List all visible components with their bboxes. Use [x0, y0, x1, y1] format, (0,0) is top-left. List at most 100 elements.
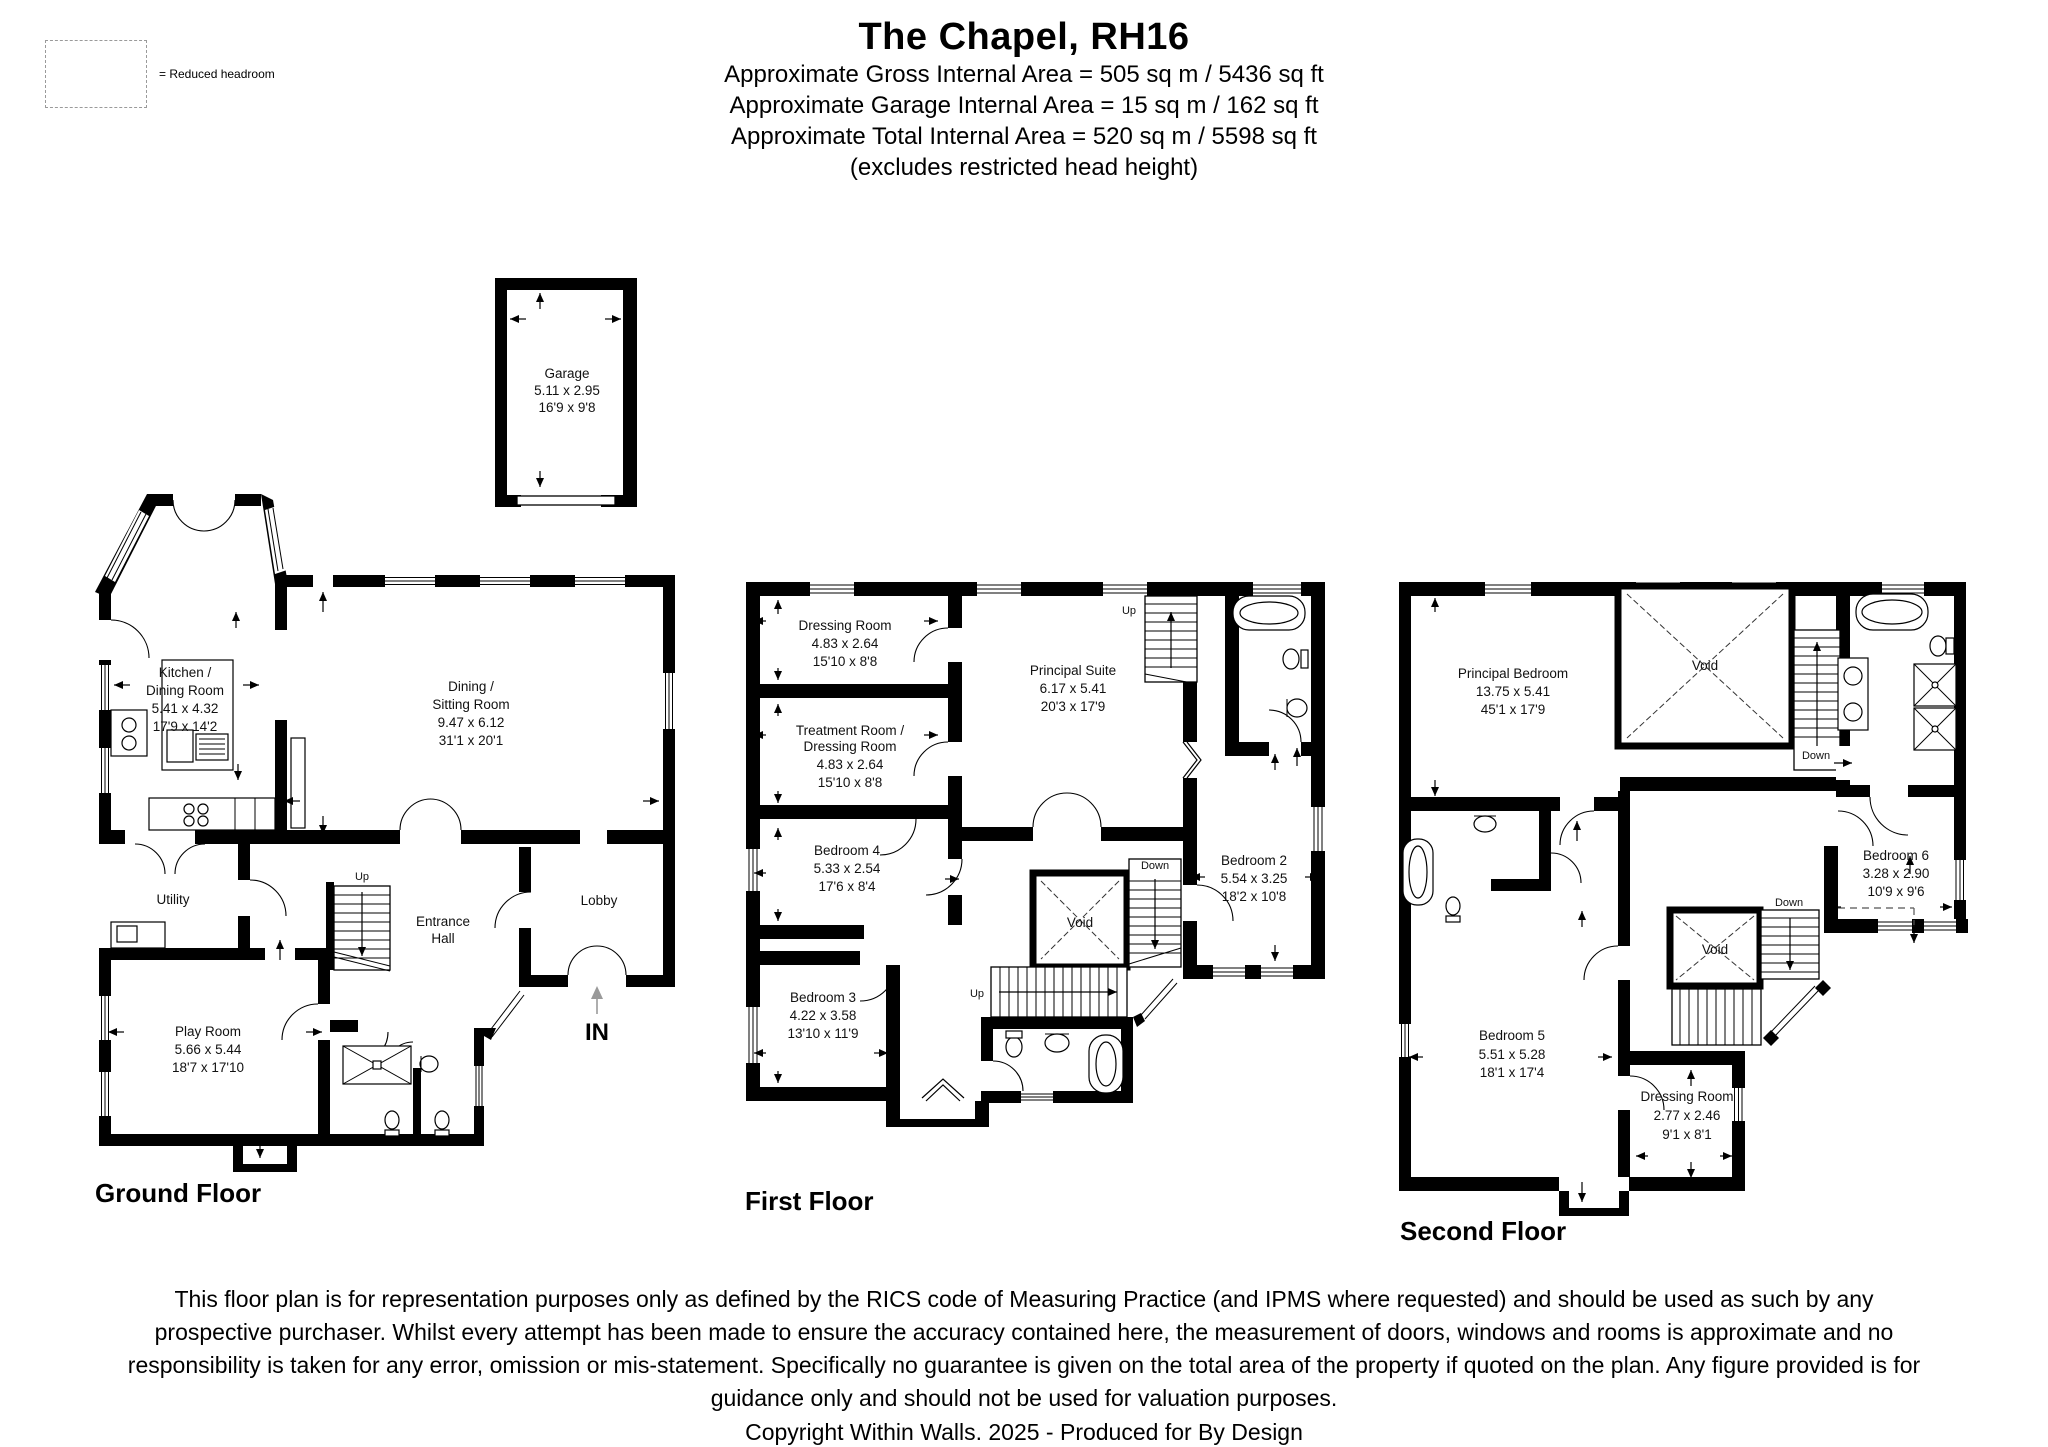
- garage-area-line: Approximate Garage Internal Area = 15 sq…: [729, 92, 1319, 119]
- sink-icon: [1843, 702, 1863, 722]
- principal-suite-label: Principal Suite: [1030, 663, 1116, 678]
- svg-text:45'1 x 17'9: 45'1 x 17'9: [1481, 702, 1545, 717]
- sink-icon: [1843, 666, 1863, 686]
- up-label: Up: [1122, 605, 1136, 617]
- gross-area-line: Approximate Gross Internal Area = 505 sq…: [724, 61, 1324, 88]
- svg-text:13'10 x 11'9: 13'10 x 11'9: [788, 1026, 859, 1041]
- first-doors: [859, 627, 1302, 1102]
- svg-text:18'1 x 17'4: 18'1 x 17'4: [1480, 1065, 1545, 1080]
- second-voids: [1614, 582, 1796, 990]
- lobby-label: Lobby: [581, 893, 618, 908]
- svg-text:5.54 x 3.25: 5.54 x 3.25: [1221, 871, 1288, 886]
- up-label: Up: [970, 988, 984, 1000]
- bedroom5-label: Bedroom 5: [1479, 1028, 1545, 1043]
- bifold-door: [921, 1078, 965, 1099]
- svg-text:20'3 x 17'9: 20'3 x 17'9: [1041, 699, 1105, 714]
- ground-wall-openings: [99, 575, 607, 960]
- svg-text:Dining Room: Dining Room: [146, 683, 224, 698]
- up-label: Up: [355, 871, 369, 883]
- first-floor-label: First Floor: [745, 1186, 874, 1216]
- header: The Chapel, RH16 Approximate Gross Inter…: [0, 16, 2048, 183]
- garage-door: [516, 495, 616, 506]
- svg-text:15'10 x 8'8: 15'10 x 8'8: [818, 775, 882, 790]
- sink-icon: [1286, 698, 1308, 718]
- bedroom3-label: Bedroom 3: [790, 990, 856, 1005]
- svg-text:9'1 x 8'1: 9'1 x 8'1: [1662, 1127, 1711, 1142]
- bedroom6-label: Bedroom 6: [1863, 848, 1929, 863]
- disclaimer-text: This floor plan is for representation pu…: [127, 1286, 1921, 1411]
- svg-text:17'6 x 8'4: 17'6 x 8'4: [819, 879, 876, 894]
- treatment-room-label: Treatment Room /: [796, 723, 905, 738]
- svg-text:31'1 x 20'1: 31'1 x 20'1: [439, 733, 503, 748]
- svg-text:Hall: Hall: [431, 931, 454, 946]
- second-fixtures: [1402, 593, 1957, 923]
- garage-imperial: 16'9 x 9'8: [539, 400, 596, 415]
- sink-icon: [1473, 815, 1497, 833]
- dressing-room2-label: Dressing Room: [1640, 1089, 1733, 1104]
- first-floor-plan: Dressing Room 4.83 x 2.64 15'10 x 8'8 Tr…: [746, 582, 1325, 1127]
- svg-text:4.22 x 3.58: 4.22 x 3.58: [790, 1008, 857, 1023]
- legend-label: = Reduced headroom: [159, 67, 275, 81]
- first-stairs: [990, 595, 1198, 1018]
- garage-arrows: [510, 293, 621, 487]
- bedroom4-label: Bedroom 4: [814, 843, 881, 858]
- toilet-icon: [1005, 1030, 1023, 1058]
- second-reduced-headroom: [1838, 907, 1915, 931]
- garage-label: Garage 5.11 x 2.95 16'9 x 9'8: [534, 366, 600, 415]
- ground-doors: [110, 499, 627, 1069]
- garage-walls: [495, 278, 637, 507]
- svg-text:15'10 x 8'8: 15'10 x 8'8: [813, 654, 877, 669]
- shower-icon: [1913, 663, 1957, 707]
- dressing-room-label: Dressing Room: [798, 618, 891, 633]
- svg-text:Sitting Room: Sitting Room: [432, 697, 509, 712]
- entrance-hall-label: Entrance: [416, 914, 470, 929]
- void-label: Void: [1692, 658, 1718, 673]
- legend: = Reduced headroom: [45, 40, 275, 108]
- ground-labels: Kitchen / Dining Room 5.41 x 4.32 17'9 x…: [146, 665, 618, 1075]
- ground-stairs: [333, 885, 391, 972]
- sink-icon: [1044, 1033, 1070, 1053]
- down-label: Down: [1802, 750, 1830, 762]
- ground-fixtures: [110, 659, 450, 1137]
- kitchen-label: Kitchen /: [159, 665, 212, 680]
- kitchen-counter: [148, 797, 276, 831]
- head-height-note: (excludes restricted head height): [849, 154, 1199, 181]
- ground-floor-label: Ground Floor: [95, 1178, 262, 1208]
- shower-icon: [1913, 707, 1957, 751]
- svg-text:4.83 x 2.64: 4.83 x 2.64: [812, 636, 879, 651]
- closet-doors: [1186, 741, 1202, 779]
- svg-text:4.83 x 2.64: 4.83 x 2.64: [817, 757, 884, 772]
- svg-text:18'2 x 10'8: 18'2 x 10'8: [1222, 889, 1286, 904]
- sink-icon: [419, 1055, 439, 1073]
- first-fixtures: [1005, 595, 1309, 1094]
- toilet-icon: [434, 1110, 450, 1137]
- first-labels: Dressing Room 4.83 x 2.64 15'10 x 8'8 Tr…: [788, 605, 1288, 1041]
- svg-text:5.33 x 2.54: 5.33 x 2.54: [814, 861, 881, 876]
- svg-text:2.77 x 2.46: 2.77 x 2.46: [1654, 1108, 1721, 1123]
- second-arrows: [1409, 598, 1952, 1202]
- svg-text:5.66 x 5.44: 5.66 x 5.44: [175, 1042, 242, 1057]
- reduced-headroom-swatch: [45, 40, 147, 108]
- svg-text:6.17 x 5.41: 6.17 x 5.41: [1040, 681, 1107, 696]
- down-label: Down: [1141, 860, 1169, 872]
- kitchen-sink: [166, 729, 194, 763]
- first-void: [1029, 869, 1131, 971]
- ground-floor-plan: Kitchen / Dining Room 5.41 x 4.32 17'9 x…: [95, 494, 675, 1172]
- svg-text:9.47 x 6.12: 9.47 x 6.12: [438, 715, 505, 730]
- void-label: Void: [1067, 915, 1093, 930]
- principal-bedroom-label: Principal Bedroom: [1458, 666, 1568, 681]
- in-label: IN: [585, 1019, 609, 1046]
- garage-metric: 5.11 x 2.95: [534, 383, 600, 398]
- first-arrows: [754, 600, 1319, 1083]
- playroom-label: Play Room: [175, 1024, 241, 1039]
- second-labels: Principal Bedroom 13.75 x 5.41 45'1 x 17…: [1458, 658, 1930, 1142]
- toilet-icon: [1929, 635, 1955, 657]
- svg-text:18'7 x 17'10: 18'7 x 17'10: [172, 1060, 244, 1075]
- tall-counter: [290, 737, 306, 829]
- ground-windows: [99, 506, 675, 1116]
- second-floor-plan: Principal Bedroom 13.75 x 5.41 45'1 x 17…: [1399, 582, 1968, 1216]
- svg-text:Dressing Room: Dressing Room: [803, 739, 896, 754]
- svg-text:3.28 x 2.90: 3.28 x 2.90: [1863, 866, 1930, 881]
- svg-text:5.51 x 5.28: 5.51 x 5.28: [1479, 1047, 1546, 1062]
